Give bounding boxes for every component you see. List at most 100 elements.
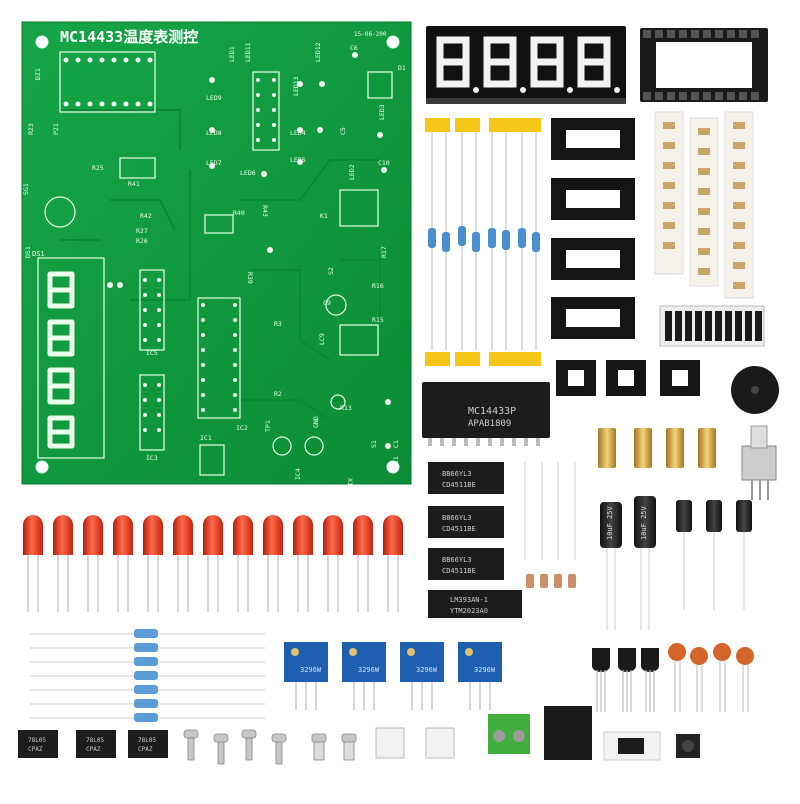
- svg-text:TP1: TP1: [264, 420, 272, 432]
- svg-text:3296W: 3296W: [300, 666, 322, 674]
- svg-text:78L05: 78L05: [28, 737, 46, 744]
- small-dip8-chips: 78L05 CPAZ 78L05 CPAZ 78L05 CPAZ: [18, 730, 168, 758]
- svg-text:LED12: LED12: [314, 42, 322, 62]
- smd-chip-on-tape: [603, 731, 661, 761]
- svg-text:SG1: SG1: [22, 183, 30, 195]
- pcb-silkscreen-labels: DZ1 P21 R23 R25 R41 SG1 DS1 R42 R26 R27 …: [22, 42, 406, 486]
- svg-text:R13: R13: [340, 404, 352, 412]
- svg-text:APAB1809: APAB1809: [468, 419, 511, 429]
- svg-text:YTM2023A0: YTM2023A0: [450, 607, 488, 615]
- pcb-display-silkscreen: DS1: [32, 250, 105, 459]
- svg-text:D1: D1: [398, 64, 406, 72]
- svg-text:IC3: IC3: [146, 454, 158, 462]
- svg-text:IC4: IC4: [294, 468, 302, 480]
- svg-text:C10: C10: [378, 159, 390, 167]
- svg-text:MC14433P: MC14433P: [468, 406, 516, 417]
- mount-hole: [386, 35, 400, 49]
- svg-text:C5: C5: [339, 127, 347, 135]
- wide-dip-socket: [640, 28, 768, 102]
- svg-text:LED7: LED7: [206, 159, 222, 167]
- pcb-title: MC14433温度表测控: [60, 28, 198, 46]
- tactile-button: [676, 734, 700, 758]
- svg-text:CPAZ: CPAZ: [86, 746, 101, 753]
- electrolytic-capacitors: 10uF 25V 10uF 25V: [600, 496, 752, 630]
- svg-text:LED2: LED2: [348, 164, 356, 180]
- chip-cd4511-c: BB66YL3 CD4511BE: [428, 548, 504, 580]
- svg-text:3296W: 3296W: [358, 666, 380, 674]
- resistor-strip-upper: [425, 118, 541, 366]
- svg-text:BB66YL3: BB66YL3: [442, 514, 472, 522]
- svg-text:78L05: 78L05: [138, 737, 156, 744]
- svg-text:R23: R23: [27, 123, 35, 135]
- svg-text:LED5: LED5: [290, 156, 306, 164]
- svg-text:IC1: IC1: [200, 434, 212, 442]
- svg-text:S1: S1: [370, 440, 378, 448]
- svg-text:DS1: DS1: [32, 250, 45, 258]
- diode-leads: [524, 462, 576, 560]
- pcb-footprints: [44, 51, 393, 476]
- relay: [544, 706, 592, 760]
- svg-text:R15: R15: [372, 316, 384, 324]
- svg-text:R43: R43: [261, 205, 269, 217]
- svg-text:LED6: LED6: [240, 169, 256, 177]
- svg-text:BB66YL3: BB66YL3: [442, 556, 472, 564]
- svg-text:3296W: 3296W: [474, 666, 496, 674]
- svg-text:R16: R16: [372, 282, 384, 290]
- svg-text:LED3: LED3: [378, 104, 386, 120]
- smd-tape: [654, 111, 754, 299]
- self-lock-switch: [741, 425, 777, 500]
- svg-text:DS1: DS1: [24, 246, 32, 258]
- seven-segment-display: [426, 26, 626, 104]
- svg-text:DZ1: DZ1: [34, 68, 42, 80]
- chip-cd4511-b: BB66YL3 CD4511BE: [428, 506, 504, 538]
- axial-resistors-small: [526, 574, 576, 588]
- mount-hole: [35, 35, 49, 49]
- screw-terminal: [488, 714, 530, 754]
- svg-text:CD4511BE: CD4511BE: [442, 567, 476, 575]
- brass-standoffs: [598, 428, 716, 468]
- svg-text:C6: C6: [350, 44, 358, 52]
- led-bargraph: [659, 305, 765, 347]
- svg-text:LED9: LED9: [206, 94, 222, 102]
- mount-hole: [35, 460, 49, 474]
- svg-text:CPAZ: CPAZ: [28, 746, 43, 753]
- svg-text:R27: R27: [136, 227, 148, 235]
- svg-text:78L05: 78L05: [86, 737, 104, 744]
- transistors: [592, 648, 659, 712]
- resistor-strip-lower: [30, 629, 265, 722]
- svg-text:LED8: LED8: [206, 129, 222, 137]
- trimpots: 3296W 3296W 3296W 3296W: [284, 642, 502, 710]
- svg-text:R26: R26: [136, 237, 148, 245]
- chip-lm393: LM393AN-1 YTM2023A0: [428, 590, 522, 618]
- chip-mc14433: MC14433P APAB1809: [422, 382, 550, 446]
- svg-text:GND: GND: [312, 416, 320, 428]
- svg-text:C1: C1: [392, 440, 400, 448]
- svg-text:R2: R2: [274, 390, 282, 398]
- chip-cd4511-a: BB66YL3 CD4511BE: [428, 462, 504, 494]
- svg-text:C11: C11: [392, 456, 400, 468]
- svg-text:K1: K1: [320, 212, 328, 220]
- svg-text:LED11: LED11: [244, 42, 252, 62]
- svg-text:LED1: LED1: [228, 46, 236, 62]
- pcb-date: 15-06-200: [354, 31, 387, 38]
- screws: [183, 729, 357, 765]
- svg-text:CPAZ: CPAZ: [138, 746, 153, 753]
- svg-text:3296W: 3296W: [416, 666, 438, 674]
- mount-hole: [386, 460, 400, 474]
- pcb-pads: [63, 52, 391, 449]
- svg-text:C9: C9: [323, 299, 331, 307]
- svg-text:S2: S2: [327, 267, 335, 275]
- pcb-traces: [60, 109, 381, 421]
- svg-text:R25: R25: [92, 164, 104, 172]
- svg-text:LED13: LED13: [292, 76, 300, 96]
- svg-text:IC2: IC2: [236, 424, 248, 432]
- jst-connectors: [375, 727, 455, 759]
- svg-text:R42: R42: [140, 212, 152, 220]
- pcb-digits: [47, 271, 75, 449]
- svg-text:LED4: LED4: [290, 129, 306, 137]
- dip-sockets: [551, 118, 700, 396]
- svg-text:R41: R41: [128, 180, 140, 188]
- svg-text:R17: R17: [380, 246, 388, 258]
